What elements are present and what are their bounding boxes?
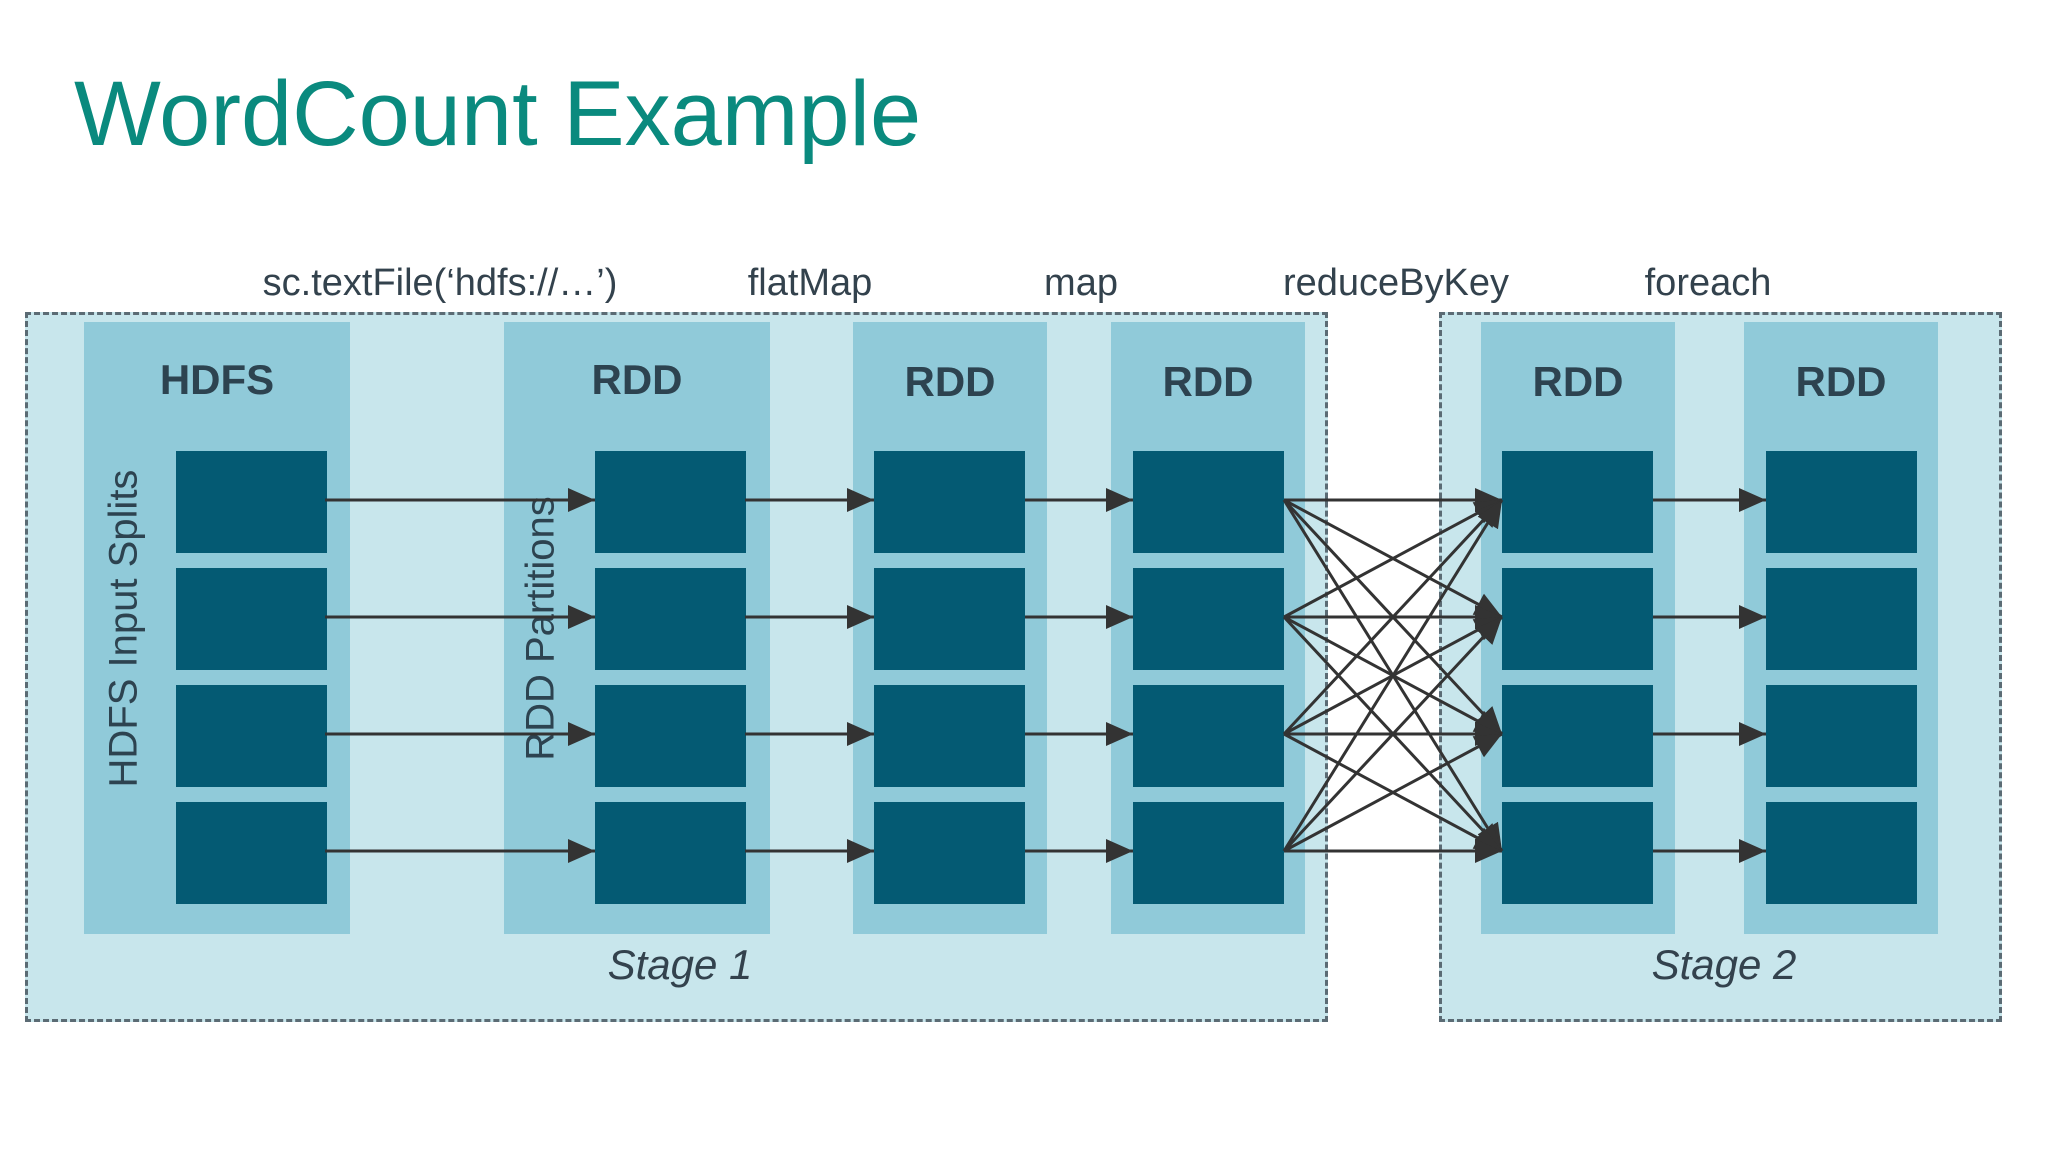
partition-block	[595, 802, 746, 904]
rdd-column-4: RDD	[1481, 322, 1675, 934]
partition-block	[1766, 451, 1917, 553]
slide-title: WordCount Example	[74, 63, 922, 165]
column-title: RDD	[1532, 358, 1624, 405]
column-title: HDFS	[159, 356, 275, 403]
partition-block	[1502, 802, 1653, 904]
shuffle-arrow	[1283, 732, 1503, 853]
shuffle-arrow	[1282, 615, 1504, 853]
partition-block	[1133, 568, 1284, 670]
op-label-textfile: sc.textFile(‘hdfs://…’)	[262, 262, 618, 304]
rdd-column-5: RDD	[1744, 322, 1938, 934]
rdd-column-3: RDD	[1111, 322, 1305, 934]
partition-block	[874, 568, 1025, 670]
partition-block	[1766, 568, 1917, 670]
op-label-map: map	[1044, 262, 1118, 304]
op-label-foreach: foreach	[1644, 262, 1772, 304]
partition-block	[1133, 685, 1284, 787]
shuffle-arrow	[1283, 498, 1503, 619]
partition-block	[1502, 685, 1653, 787]
rdd-column-1: RDD	[504, 322, 770, 934]
partition-block	[1133, 802, 1284, 904]
partition-block	[1766, 685, 1917, 787]
partition-block	[176, 802, 327, 904]
op-label-reducebykey: reduceByKey	[1282, 262, 1510, 304]
partition-block	[874, 451, 1025, 553]
op-label-flatmap: flatMap	[747, 262, 873, 304]
stage-1-label: Stage 1	[607, 941, 753, 988]
hdfs-column: HDFS	[84, 322, 350, 934]
partition-block	[595, 685, 746, 787]
partition-block	[595, 451, 746, 553]
partition-block	[874, 685, 1025, 787]
column-title: RDD	[1162, 358, 1254, 405]
column-title: RDD	[591, 356, 683, 403]
partition-block	[1133, 451, 1284, 553]
partition-block	[1766, 802, 1917, 904]
stage-2-label: Stage 2	[1651, 941, 1797, 988]
partition-block	[595, 568, 746, 670]
column-title: RDD	[1795, 358, 1887, 405]
shuffle-arrow	[1282, 498, 1504, 736]
column-title: RDD	[904, 358, 996, 405]
partition-block	[176, 685, 327, 787]
partition-block	[1502, 451, 1653, 553]
partition-block	[176, 568, 327, 670]
shuffle-arrow	[1282, 499, 1504, 852]
partition-block	[874, 802, 1025, 904]
rdd-column-2: RDD	[853, 322, 1047, 934]
partition-block	[176, 451, 327, 553]
partition-block	[1502, 568, 1653, 670]
